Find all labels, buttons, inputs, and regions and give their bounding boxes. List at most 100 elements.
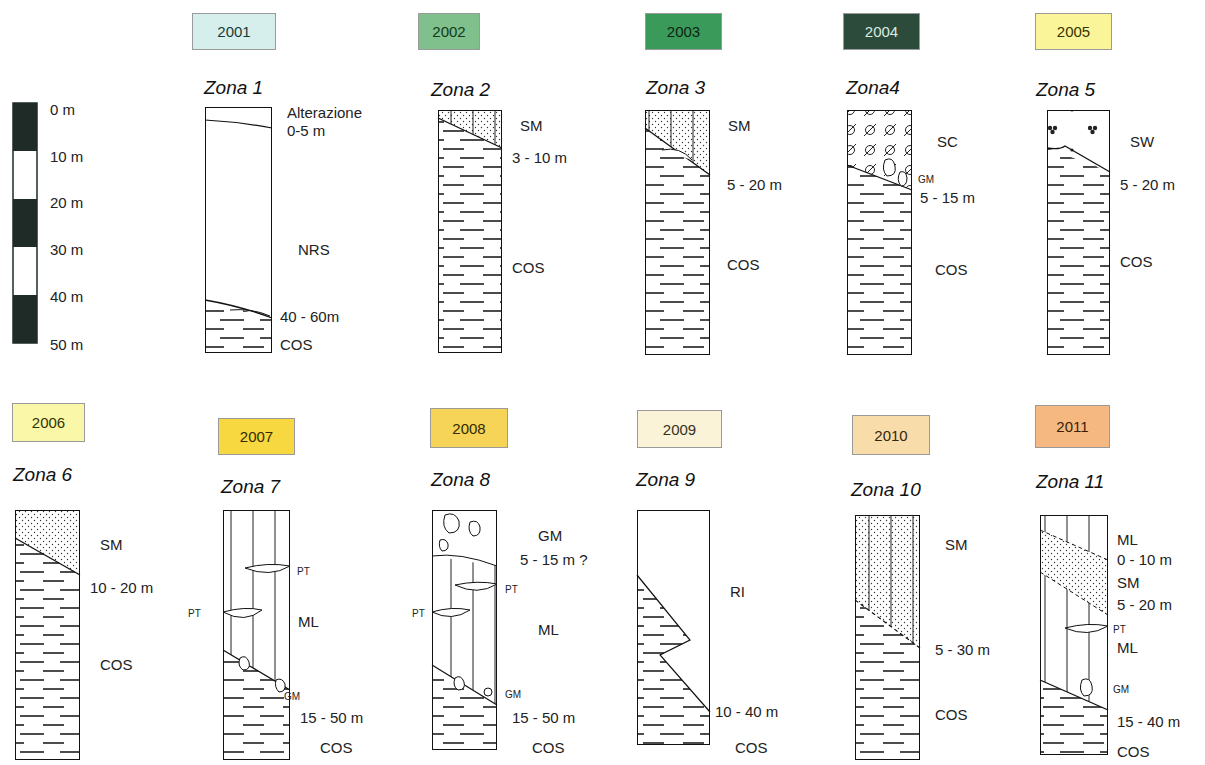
layer-label: SW xyxy=(1130,134,1154,149)
stratigraphic-column: Zona 3 xyxy=(645,110,710,355)
layer-label: SM xyxy=(728,118,751,133)
stratigraphic-column: Zona 7 xyxy=(223,510,290,760)
layer-label: COS xyxy=(280,337,313,352)
year-label: 2005 xyxy=(1057,23,1090,40)
layer-label: COS xyxy=(935,707,968,722)
year-label: 2004 xyxy=(865,23,898,40)
layer-code: PT xyxy=(412,609,425,619)
layer-code: GM xyxy=(1113,685,1129,695)
zone-title: Zona 8 xyxy=(431,469,490,491)
year-label: 2001 xyxy=(217,23,250,40)
layer-label: 30 m xyxy=(50,242,83,257)
zone-title: Zona4 xyxy=(846,77,900,99)
layer-label: ML xyxy=(538,622,559,637)
layer-code: PT xyxy=(188,609,201,619)
layer-label: 10 - 40 m xyxy=(715,704,778,719)
layer-label: COS xyxy=(512,260,545,275)
zone-title: Zona 6 xyxy=(13,464,72,486)
zone-title: Zona 9 xyxy=(636,469,695,491)
layer-label: 15 - 50 m xyxy=(300,710,363,725)
layer-label: NRS xyxy=(298,242,330,257)
layer-label: 10 - 20 m xyxy=(90,580,153,595)
layer-label: COS xyxy=(735,740,768,755)
layer-label: SM xyxy=(100,537,123,552)
layer-label: ML xyxy=(1117,640,1138,655)
layer-label: 0 - 10 m xyxy=(1117,552,1172,567)
year-label: 2002 xyxy=(432,23,465,40)
year-box: 2009 xyxy=(637,410,722,448)
year-label: 2010 xyxy=(874,427,907,444)
year-box: 2006 xyxy=(12,403,85,442)
stratigraphic-column: Zona 11 xyxy=(1040,515,1108,755)
layer-label: COS xyxy=(1120,254,1153,269)
year-box: 2005 xyxy=(1035,13,1112,50)
layer-label: 50 m xyxy=(50,337,83,352)
layer-label: 5 - 20 m xyxy=(727,177,782,192)
layer-label: COS xyxy=(1117,744,1150,759)
stratigraphic-column: Zona 2 xyxy=(438,110,502,353)
zone-title: Zona 7 xyxy=(221,476,280,498)
layer-label: SM xyxy=(520,118,543,133)
year-box: 2004 xyxy=(843,13,920,50)
layer-label: COS xyxy=(935,262,968,277)
year-label: 2003 xyxy=(667,23,700,40)
stratigraphic-column: Zona 8 xyxy=(432,510,497,750)
layer-label: 0 m xyxy=(50,102,75,117)
stratigraphic-column: Zona 10 xyxy=(855,515,920,760)
layer-label: 40 - 60m xyxy=(280,309,339,324)
year-box: 2003 xyxy=(645,13,722,50)
year-box: 2008 xyxy=(430,408,508,448)
layer-label: SC xyxy=(937,134,958,149)
layer-code: GM xyxy=(918,175,934,185)
layer-label: 5 - 20 m xyxy=(1120,177,1175,192)
year-label: 2007 xyxy=(240,428,273,445)
layer-code: PT xyxy=(505,585,518,595)
layer-label: SM xyxy=(945,537,968,552)
zone-title: Zona 2 xyxy=(431,79,490,101)
zone-title: Zona 11 xyxy=(1036,471,1104,493)
year-label: 2008 xyxy=(452,420,485,437)
stratigraphic-column: Zona 9 xyxy=(637,510,710,745)
layer-label: 15 - 50 m xyxy=(512,710,575,725)
stratigraphic-column: Zona 1 xyxy=(205,107,272,353)
year-box: 2001 xyxy=(192,13,276,50)
layer-label: 15 - 40 m xyxy=(1117,714,1180,729)
layer-label: 5 - 15 m ? xyxy=(520,552,588,567)
layer-label: ML xyxy=(298,614,319,629)
layer-label: 5 - 30 m xyxy=(935,642,990,657)
year-label: 2006 xyxy=(32,414,65,431)
zone-title: Zona 10 xyxy=(851,479,921,501)
layer-label: 10 m xyxy=(50,149,83,164)
layer-label: 20 m xyxy=(50,195,83,210)
year-box: 2002 xyxy=(418,13,480,50)
layer-label: COS xyxy=(532,740,565,755)
layer-label: 3 - 10 m xyxy=(512,150,567,165)
zone-title: Zona 1 xyxy=(204,77,263,99)
year-box: 2011 xyxy=(1035,405,1110,448)
layer-label: 5 - 20 m xyxy=(1117,597,1172,612)
layer-code: PT xyxy=(297,567,310,577)
year-box: 2010 xyxy=(852,415,930,455)
layer-label: 5 - 15 m xyxy=(920,190,975,205)
layer-label: COS xyxy=(727,257,760,272)
layer-label: COS xyxy=(100,657,133,672)
layer-label: ML xyxy=(1117,532,1138,547)
zone-title: Zona 5 xyxy=(1036,79,1095,101)
layer-label: RI xyxy=(730,584,745,599)
layer-label: Alterazione xyxy=(287,105,362,120)
stratigraphic-column: Zona4 xyxy=(847,110,912,355)
layer-code: GM xyxy=(284,692,300,702)
layer-code: GM xyxy=(505,690,521,700)
layer-label: COS xyxy=(320,740,353,755)
stratigraphic-column: Zona 5 xyxy=(1047,110,1110,355)
year-label: 2011 xyxy=(1056,418,1088,435)
layer-code: PT xyxy=(1113,625,1126,635)
year-label: 2009 xyxy=(663,421,696,438)
zone-title: Zona 3 xyxy=(646,77,705,99)
stratigraphic-column: Zona 6 xyxy=(15,510,80,760)
layer-label: GM xyxy=(538,528,562,543)
year-box: 2007 xyxy=(218,418,295,455)
layer-label: 0-5 m xyxy=(287,123,325,138)
layer-label: 40 m xyxy=(50,289,83,304)
